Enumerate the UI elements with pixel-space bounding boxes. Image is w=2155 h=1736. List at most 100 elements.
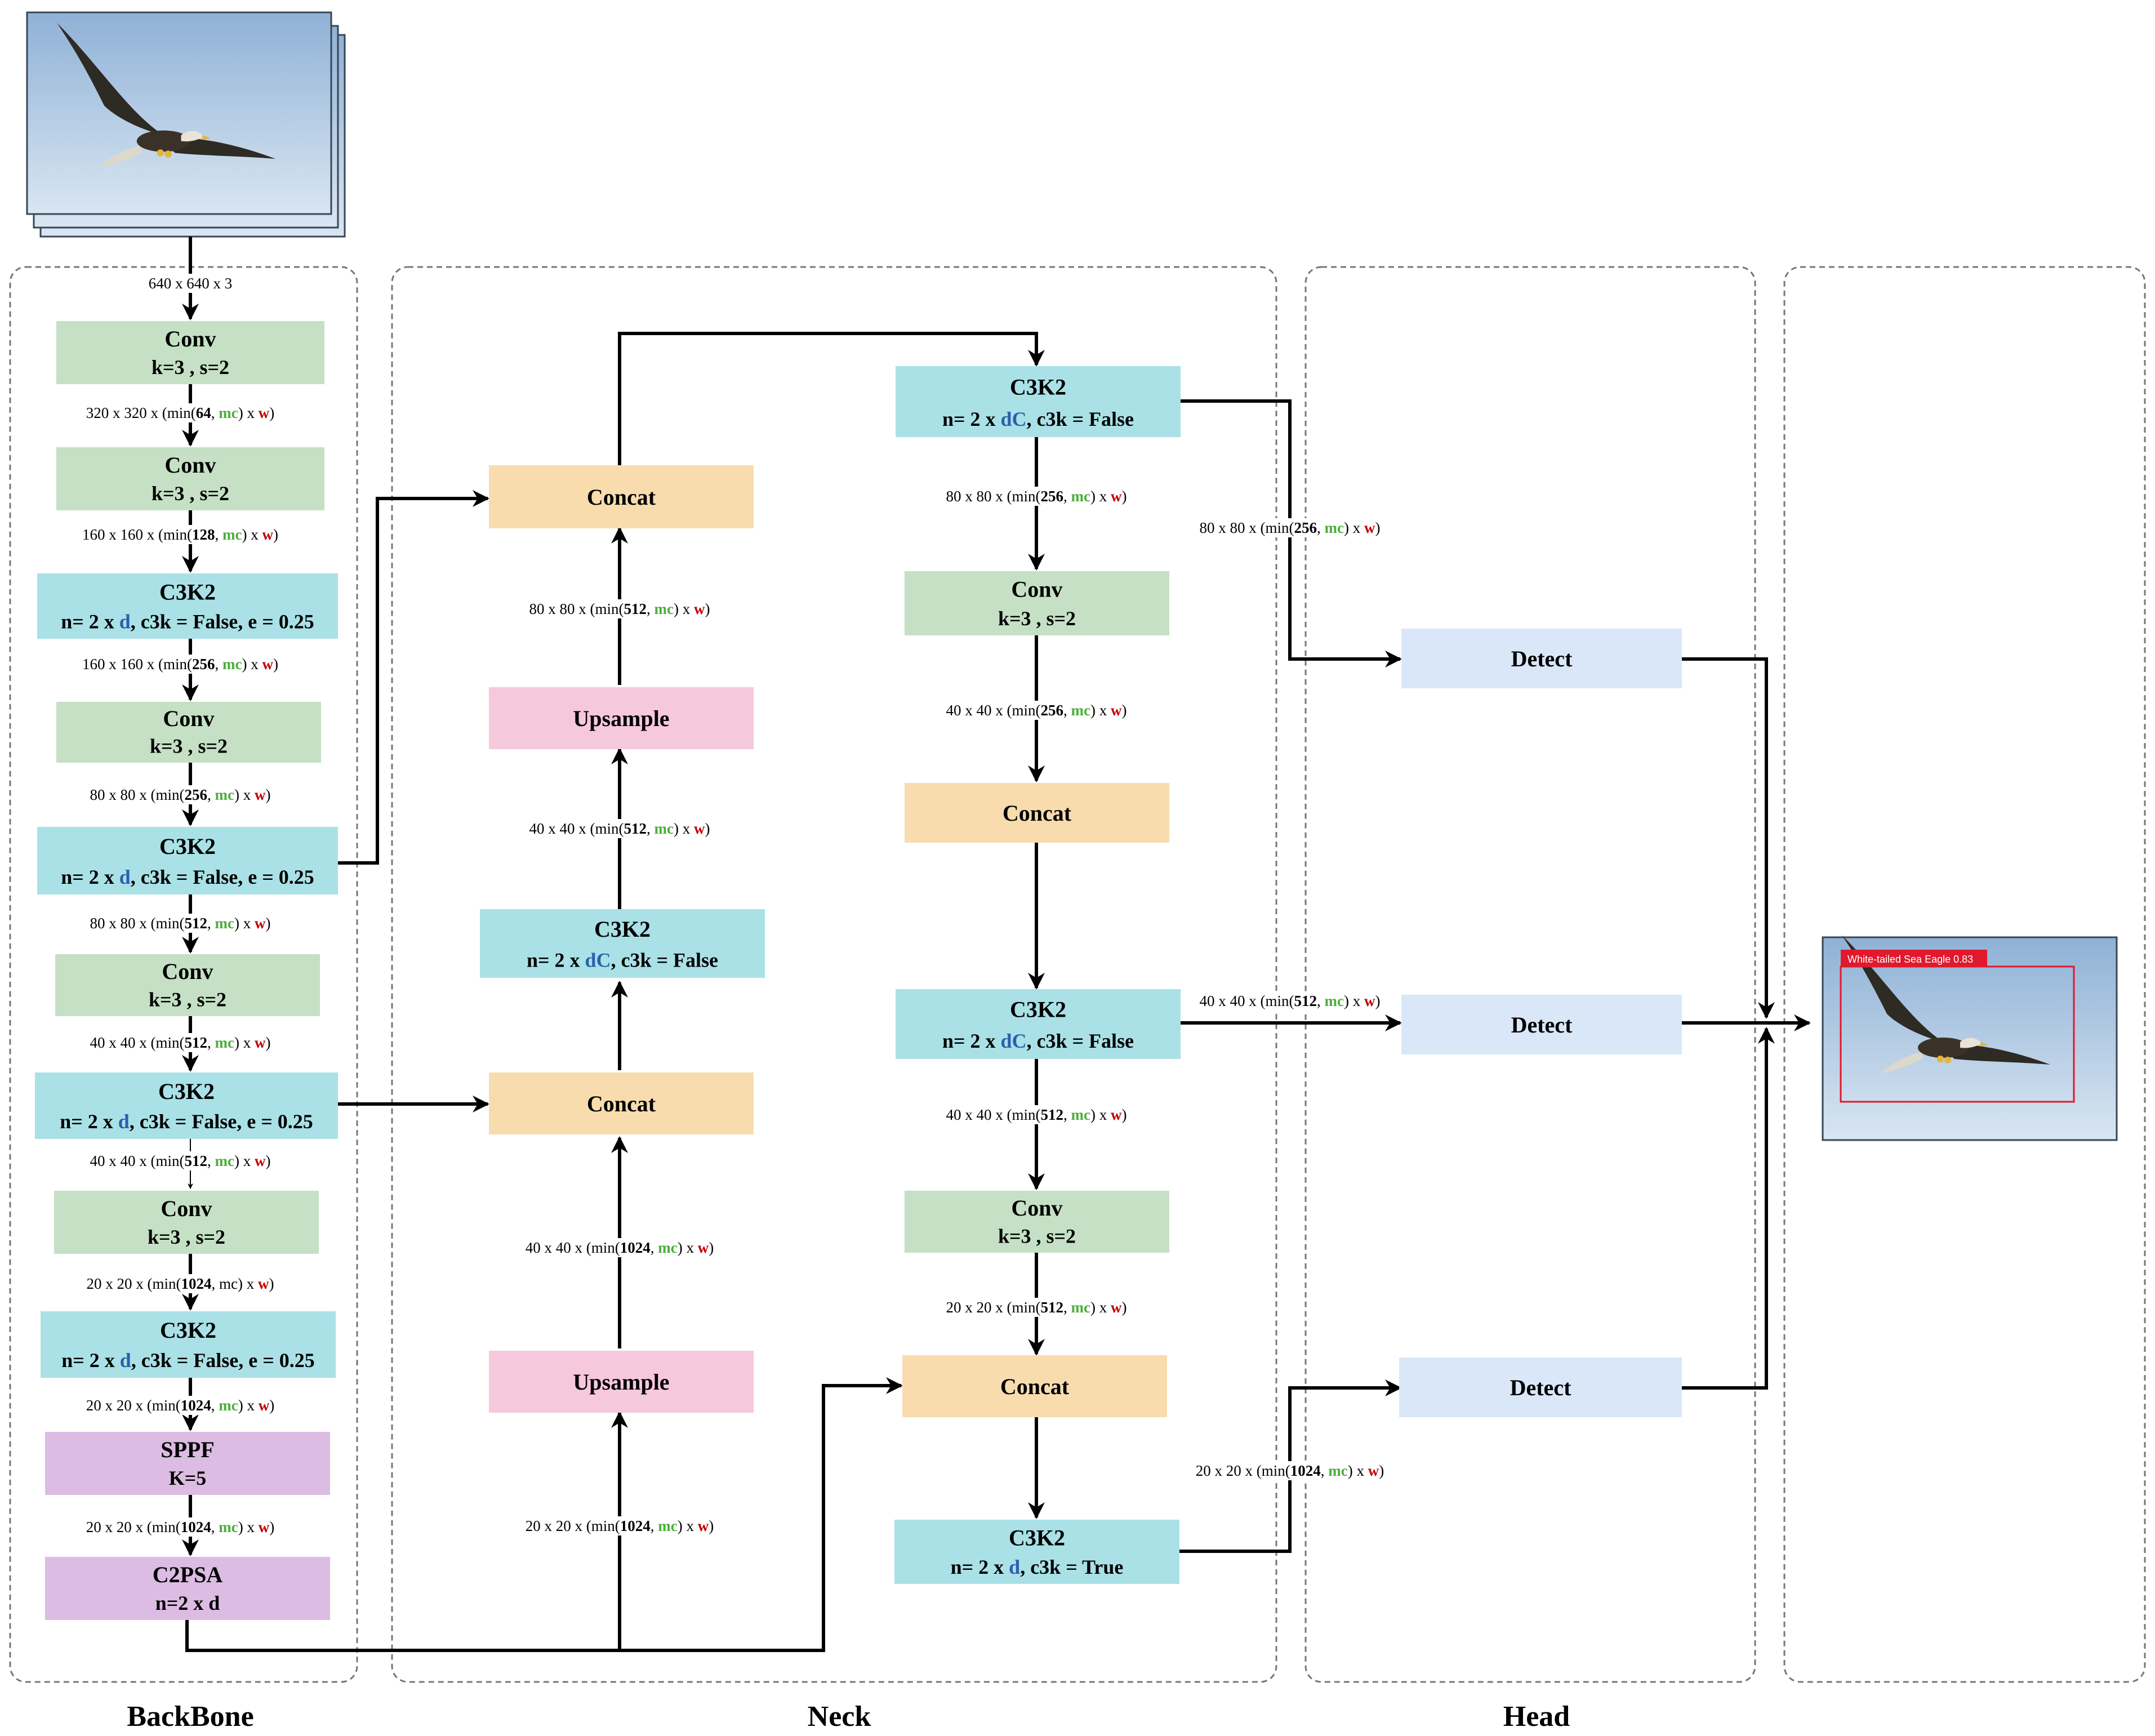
block-params: k=3 , s=2 [149, 988, 226, 1011]
block-fill [905, 1191, 1169, 1253]
block-title: C3K2 [158, 1079, 215, 1104]
neck-frame [391, 266, 1277, 1683]
block-params: n= 2 x d, c3k = False, e = 0.25 [60, 1110, 313, 1133]
label-backdrop [82, 1396, 278, 1415]
block-title: Concat [587, 484, 656, 510]
nk-concat4-block: Concat [902, 1355, 1167, 1417]
block-title: Conv [161, 1196, 212, 1221]
section-title-neck: Neck [808, 1701, 871, 1733]
block-params: k=3 , s=2 [152, 482, 229, 505]
block-title: C3K2 [594, 916, 651, 942]
output-image: White-tailed Sea Eagle 0.83 [1822, 935, 2118, 1141]
detection-label-bg [1841, 950, 1987, 967]
block-title: Upsample [573, 1369, 669, 1395]
l-input-label: 640 x 640 x 3 [149, 275, 233, 292]
label-backdrop [1196, 518, 1384, 537]
block-title: C3K2 [159, 579, 216, 604]
block-params: n= 2 x d, c3k = False, e = 0.25 [61, 1349, 315, 1372]
block-title: Concat [1000, 1374, 1070, 1399]
nk-concat2-block: Concat [489, 1072, 754, 1134]
block-fill [37, 827, 338, 894]
block-fill [894, 1520, 1179, 1584]
block-params: n= 2 x d, c3k = False, e = 0.25 [61, 610, 314, 633]
block-fill [55, 954, 320, 1016]
block-fill [35, 1072, 338, 1139]
l-hd3-label: 20 x 20 x (min(1024, mc) x w) [1196, 1462, 1384, 1479]
block-params: n= 2 x d, c3k = True [951, 1556, 1124, 1578]
block-fill [41, 1311, 336, 1378]
block-title: C3K2 [1010, 997, 1066, 1022]
block-fill [54, 1191, 319, 1254]
l-nkB1-label: 80 x 80 x (min(256, mc) x w) [946, 488, 1127, 505]
block-title: Conv [164, 326, 216, 351]
block-fill [56, 321, 324, 384]
block-title: C3K2 [159, 834, 216, 859]
l-hd2-label: 40 x 40 x (min(512, mc) x w) [1200, 992, 1381, 1009]
block-title: Conv [164, 452, 216, 478]
block-fill [902, 1355, 1167, 1417]
label-backdrop [83, 1274, 278, 1293]
label-backdrop [526, 819, 714, 838]
hd-detect3-block: Detect [1399, 1357, 1682, 1417]
block-params: n=2 x d [155, 1592, 220, 1614]
detection-label: White-tailed Sea Eagle 0.83 [1847, 954, 1973, 965]
label-backdrop [86, 1033, 274, 1052]
output-frame [1783, 266, 2146, 1683]
block-title: Concat [587, 1091, 656, 1116]
l-bb6-label: 40 x 40 x (min(512, mc) x w) [90, 1034, 271, 1051]
label-backdrop [522, 1516, 718, 1535]
block-fill [1399, 1357, 1682, 1417]
block-fill [37, 573, 338, 639]
block-title: Concat [1003, 800, 1072, 826]
l-bb4-label: 80 x 80 x (min(256, mc) x w) [90, 786, 271, 803]
block-fill [905, 783, 1169, 843]
block-fill [480, 909, 765, 978]
block-fill [489, 1072, 754, 1134]
bb-c3k2-1-block: C3K2 n= 2 x d, c3k = False, e = 0.25 [37, 573, 338, 639]
label-backdrop [145, 274, 236, 293]
block-fill [905, 571, 1169, 635]
l-bb7-label: 40 x 40 x (min(512, mc) x w) [90, 1152, 271, 1169]
nk-concat3-block: Concat [905, 783, 1169, 843]
label-backdrop [942, 701, 1130, 720]
l-bb10-label: 20 x 20 x (min(1024, mc) x w) [86, 1519, 274, 1535]
block-title: Conv [1011, 1195, 1062, 1221]
l-bb2-label: 160 x 160 x (min(128, mc) x w) [82, 526, 278, 543]
label-backdrop [86, 914, 274, 933]
label-backdrop [526, 599, 714, 618]
block-title: Detect [1511, 1012, 1573, 1038]
section-title-backbone: BackBone [127, 1701, 253, 1733]
block-params: k=3 , s=2 [998, 607, 1076, 630]
nk-c3k2-4-block: C3K2 n= 2 x d, c3k = True [894, 1520, 1179, 1584]
l-nkA2-label: 40 x 40 x (min(512, mc) x w) [529, 820, 710, 837]
connectors [182, 237, 1811, 1652]
block-params: n= 2 x dC, c3k = False [942, 1030, 1134, 1052]
block-fill [45, 1557, 330, 1620]
l-hd1-label: 80 x 80 x (min(256, mc) x w) [1200, 519, 1381, 536]
block-fill [1401, 629, 1682, 688]
block-title: C3K2 [1009, 1525, 1065, 1551]
section-title-head: Head [1503, 1701, 1570, 1733]
bb-conv2-block: Conv k=3 , s=2 [56, 447, 324, 510]
block-fill [56, 702, 321, 763]
label-backdrop [82, 1517, 278, 1537]
block-title: SPPF [161, 1437, 215, 1462]
l-nkB3-label: 40 x 40 x (min(512, mc) x w) [946, 1106, 1127, 1123]
label-backdrop [79, 655, 282, 674]
nk-upsample1-block: Upsample [489, 687, 754, 749]
l-nkA4-label: 20 x 20 x (min(1024, mc) x w) [526, 1517, 714, 1534]
label-backdrop [86, 1151, 274, 1170]
l-nkA1-label: 80 x 80 x (min(512, mc) x w) [529, 600, 710, 617]
l-nkA3-label: 40 x 40 x (min(1024, mc) x w) [526, 1239, 714, 1256]
input-image [26, 11, 346, 238]
bb-c3k2-3-block: C3K2 n= 2 x d, c3k = False, e = 0.25 [35, 1072, 338, 1139]
label-backdrop [942, 487, 1130, 506]
